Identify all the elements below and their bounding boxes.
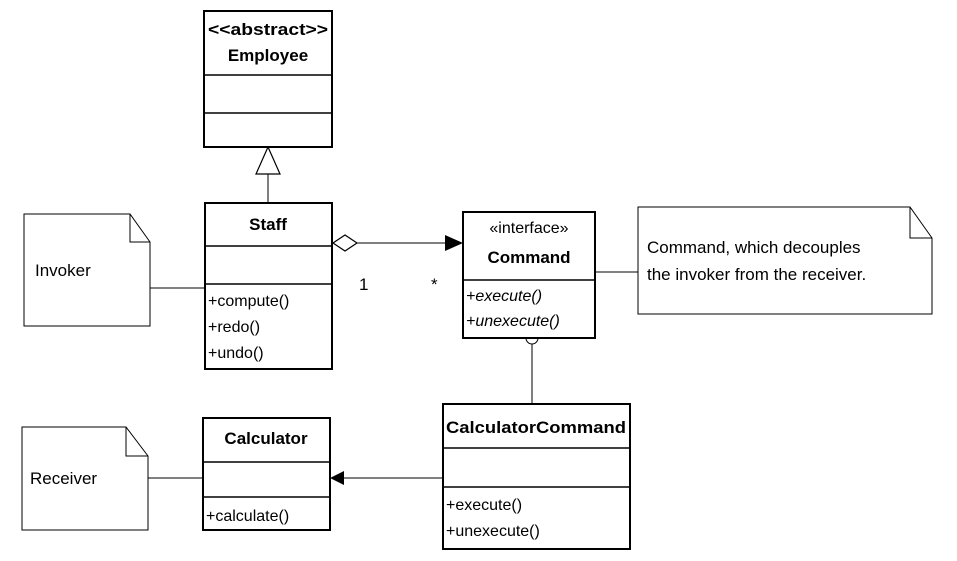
interface-command[interactable]: «interface» Command +execute() +unexecut… [462,211,596,339]
class-employee[interactable]: <<abstract>> Employee [203,10,333,148]
employee-stereotype: <<abstract>> [208,20,328,39]
note-invoker-text: Invoker [35,261,91,280]
note-command[interactable]: Command, which decouples the invoker fro… [637,206,933,315]
staff-op-redo: +redo() [208,319,260,336]
class-calculator[interactable]: Calculator +calculate() [202,417,331,531]
staff-name: Staff [249,215,287,234]
calculator-command-op-unexecute: +unexecute() [446,523,540,540]
command-name: Command [487,248,570,267]
command-stereotype: «interface» [489,220,568,237]
association-arrowhead [445,235,463,251]
generalization-arrowhead [255,145,281,175]
note-command-line-2: the invoker from the receiver. [647,265,866,284]
calculator-command-name: CalculatorCommand [446,418,626,437]
calculator-command-op-execute: +execute() [446,497,522,514]
class-calculator-command[interactable]: CalculatorCommand +execute() +unexecute(… [442,403,631,550]
multiplicity-staff: 1 [359,275,368,294]
staff-op-compute: +compute() [208,293,289,310]
note-receiver-text: Receiver [30,469,97,488]
calculator-op-calculate: +calculate() [206,508,289,525]
aggregation-diamond [331,234,359,252]
multiplicity-command: * [431,275,438,294]
staff-op-undo: +undo() [208,345,264,362]
employee-name: Employee [228,46,308,65]
command-op-unexecute: +unexecute() [466,313,560,330]
command-op-execute: +execute() [466,288,542,305]
receiver-arrowhead [330,471,344,485]
note-invoker[interactable]: Invoker [23,213,151,327]
note-receiver[interactable]: Receiver [21,426,149,531]
class-staff[interactable]: Staff +compute() +redo() +undo() [204,202,333,370]
note-command-line-1: Command, which decouples [647,238,861,257]
calculator-name: Calculator [224,429,308,448]
